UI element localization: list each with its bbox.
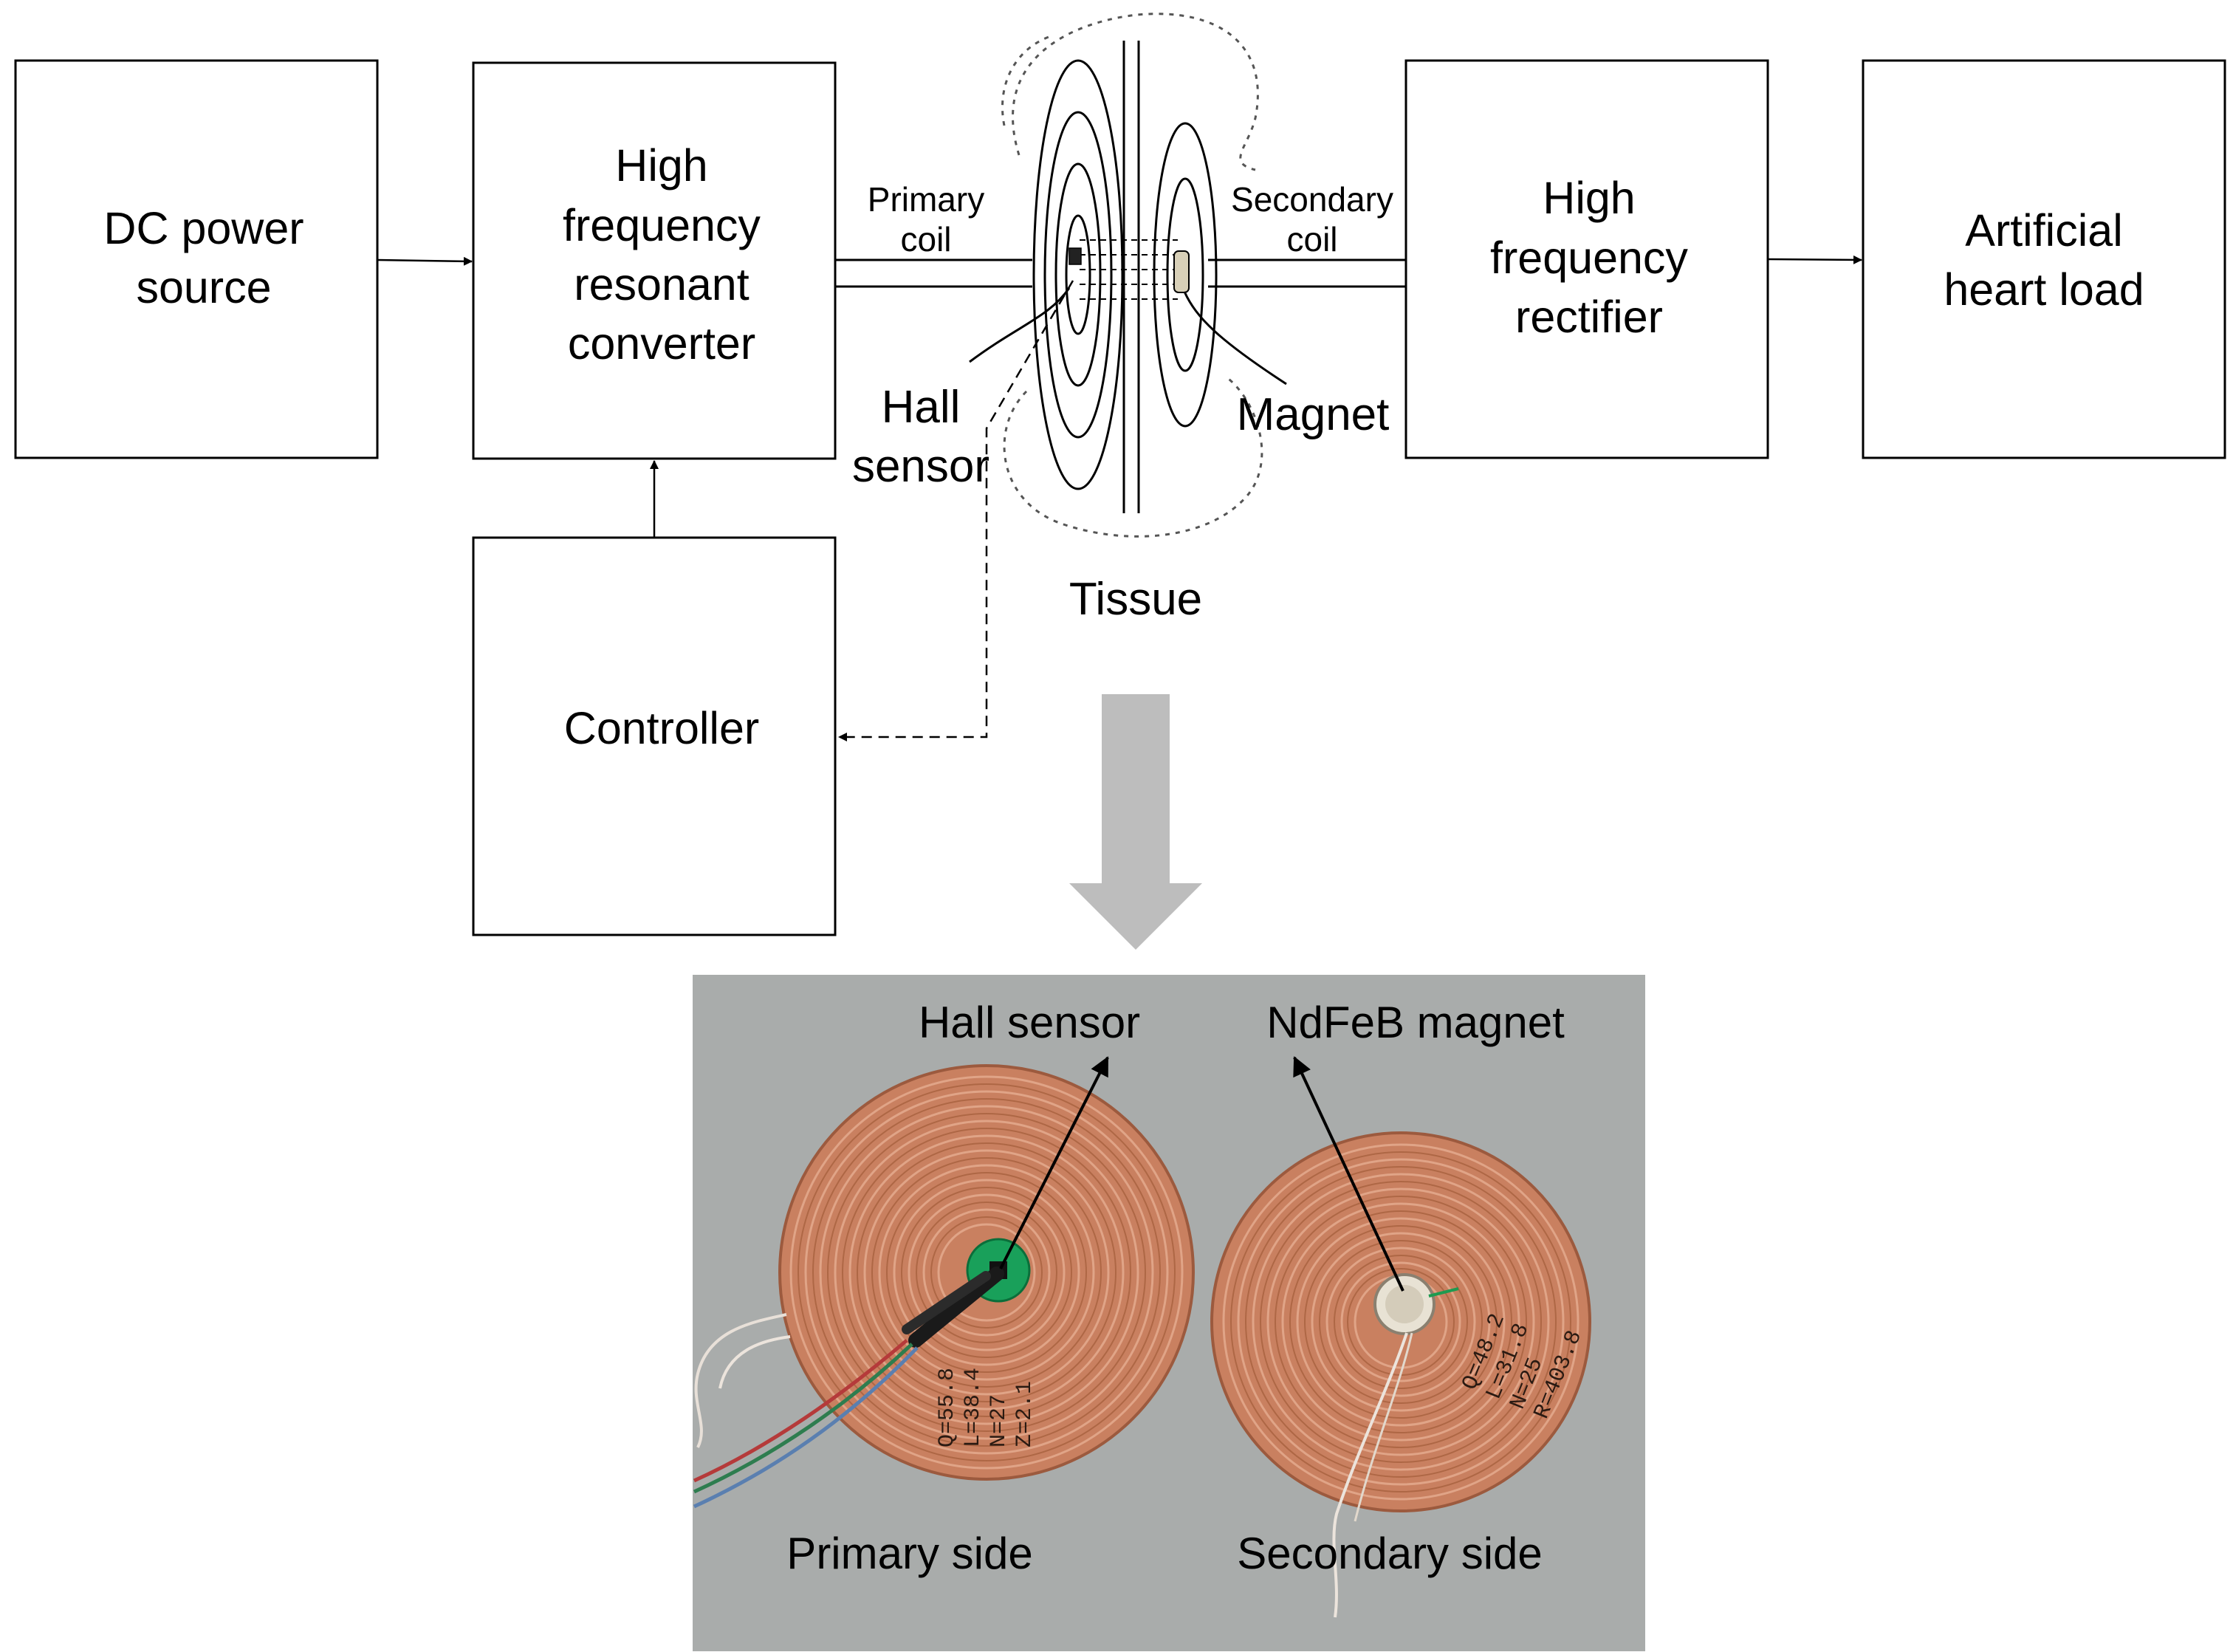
dc-power-source-line-1: DC power xyxy=(103,203,303,253)
big-down-arrow xyxy=(1069,694,1202,950)
resonant-converter-line-4: converter xyxy=(568,318,755,369)
primary-handwriting-1: Q=55.8 xyxy=(935,1368,960,1447)
hall-label-1: Hall xyxy=(882,382,961,433)
photo-magnet-label: NdFeB magnet xyxy=(1266,998,1565,1047)
rectifier-line-3: rectifier xyxy=(1515,292,1663,342)
field-lobe-bottom xyxy=(1003,375,1263,538)
rectifier-line-1: High xyxy=(1543,173,1635,223)
field-lobe-top xyxy=(1012,13,1259,171)
rectifier-line-2: frequency xyxy=(1490,233,1688,283)
hall-sensor-element xyxy=(1069,247,1082,265)
primary-handwriting-3: N=27 xyxy=(987,1394,1012,1447)
primary-side-label: Primary side xyxy=(786,1529,1032,1578)
dc-power-source-block: DC power source xyxy=(14,59,379,459)
hall-sensor-feedback-path xyxy=(838,280,1074,741)
controller-block: Controller xyxy=(472,536,837,936)
photo-hall-sensor-label: Hall sensor xyxy=(919,998,1140,1047)
rectifier-block: High frequency rectifier xyxy=(1404,59,1769,459)
secondary-coil-label-1: Secondary xyxy=(1231,180,1393,219)
heart-load-line-1: Artificial xyxy=(1965,205,2123,256)
primary-coil-turn-4 xyxy=(1065,214,1091,335)
secondary-side-label: Secondary side xyxy=(1237,1529,1543,1578)
resonant-converter-line-3: resonant xyxy=(574,259,749,309)
resonant-converter-line-2: frequency xyxy=(563,200,761,250)
arrow-rectifier-to-load xyxy=(1767,255,1862,264)
controller-label: Controller xyxy=(564,703,759,753)
magnet-pointer-arrow xyxy=(1293,1056,1404,1292)
coil-labels: Primary coil Secondary coil Hall sensor … xyxy=(852,180,1393,625)
hall-label-2: sensor xyxy=(852,441,989,492)
artificial-heart-load-block: Artificial heart load xyxy=(1862,59,2226,459)
secondary-coil-turn-1 xyxy=(1153,122,1218,428)
resonant-converter-block: High frequency resonant converter xyxy=(472,61,837,460)
magnet-element xyxy=(1173,250,1190,293)
resonant-converter-line-1: High xyxy=(615,140,707,191)
coil-illustration xyxy=(969,13,1287,538)
block-connections xyxy=(377,255,1862,741)
heart-load-line-2: heart load xyxy=(1944,264,2144,315)
magnet-label: Magnet xyxy=(1237,389,1390,440)
hall-sensor-pointer-arrow xyxy=(999,1056,1109,1269)
primary-coil-photo: Q=55.8 L=38.4 N=27 Z=2.1 xyxy=(693,1064,1195,1509)
secondary-coil-photo: Q=48.2 L=31.8 N=25 R=403.8 xyxy=(1210,1131,1591,1618)
primary-coil-turn-2 xyxy=(1043,111,1113,439)
secondary-coil-label-2: coil xyxy=(1286,220,1337,258)
primary-handwriting-4: Z=2.1 xyxy=(1012,1381,1037,1447)
field-lobe-top-left xyxy=(1001,35,1049,126)
photo-panel: Q=55.8 L=38.4 N=27 Z=2.1 xyxy=(693,975,1645,1651)
tissue-label: Tissue xyxy=(1069,574,1202,625)
arrow-source-to-converter xyxy=(377,256,473,266)
primary-coil-turn-1 xyxy=(1032,59,1124,490)
primary-coil-turn-3 xyxy=(1054,162,1102,387)
primary-coil-label-2: coil xyxy=(900,220,951,258)
magnet-leader xyxy=(1183,291,1287,385)
coupling-lines xyxy=(1080,239,1178,300)
dc-power-source-line-2: source xyxy=(136,262,271,312)
primary-handwriting-2: L=38.4 xyxy=(961,1368,986,1447)
primary-coil-label-1: Primary xyxy=(868,180,984,219)
secondary-coil-turn-2 xyxy=(1166,177,1204,372)
hall-sensor-leader xyxy=(969,287,1071,363)
